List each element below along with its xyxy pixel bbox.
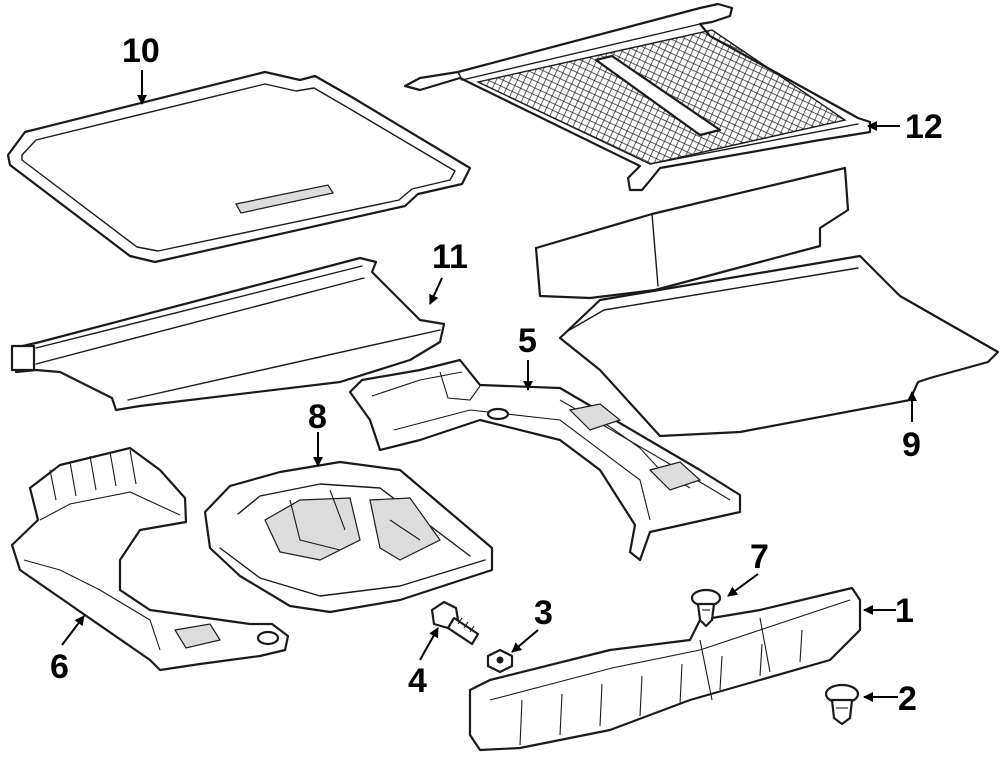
callout-9: 9: [902, 426, 921, 464]
part-1-sill-plate: [468, 586, 862, 752]
callout-4: 4: [408, 662, 427, 700]
part-5-tray-right: [348, 358, 742, 562]
part-3-nut: [486, 648, 514, 674]
callout-3: 3: [534, 594, 553, 632]
callout-8: 8: [308, 398, 327, 436]
callout-11: 11: [432, 238, 468, 276]
part-4-bolt: [430, 600, 480, 646]
callout-10: 10: [122, 32, 160, 70]
part-10-floor-mat: [6, 70, 472, 264]
part-8-tool-tray: [203, 460, 494, 614]
callout-12: 12: [905, 108, 943, 146]
callout-6: 6: [50, 648, 69, 686]
callout-1: 1: [895, 592, 914, 630]
callout-5: 5: [518, 322, 537, 360]
callout-2: 2: [898, 680, 917, 718]
callout-labels: 10 12 11 9 5 8 6 1 2 7 4 3: [50, 32, 943, 718]
part-2-clip: [824, 683, 860, 726]
callout-leaders: [61, 70, 917, 702]
part-11-tonneau-cover: [10, 256, 446, 412]
part-6-tray-left: [10, 446, 290, 672]
part-7-clip: [690, 588, 722, 628]
part-12-cargo-net: [403, 2, 872, 192]
callout-7: 7: [750, 538, 769, 576]
part-9-deck-board: [534, 166, 1000, 438]
